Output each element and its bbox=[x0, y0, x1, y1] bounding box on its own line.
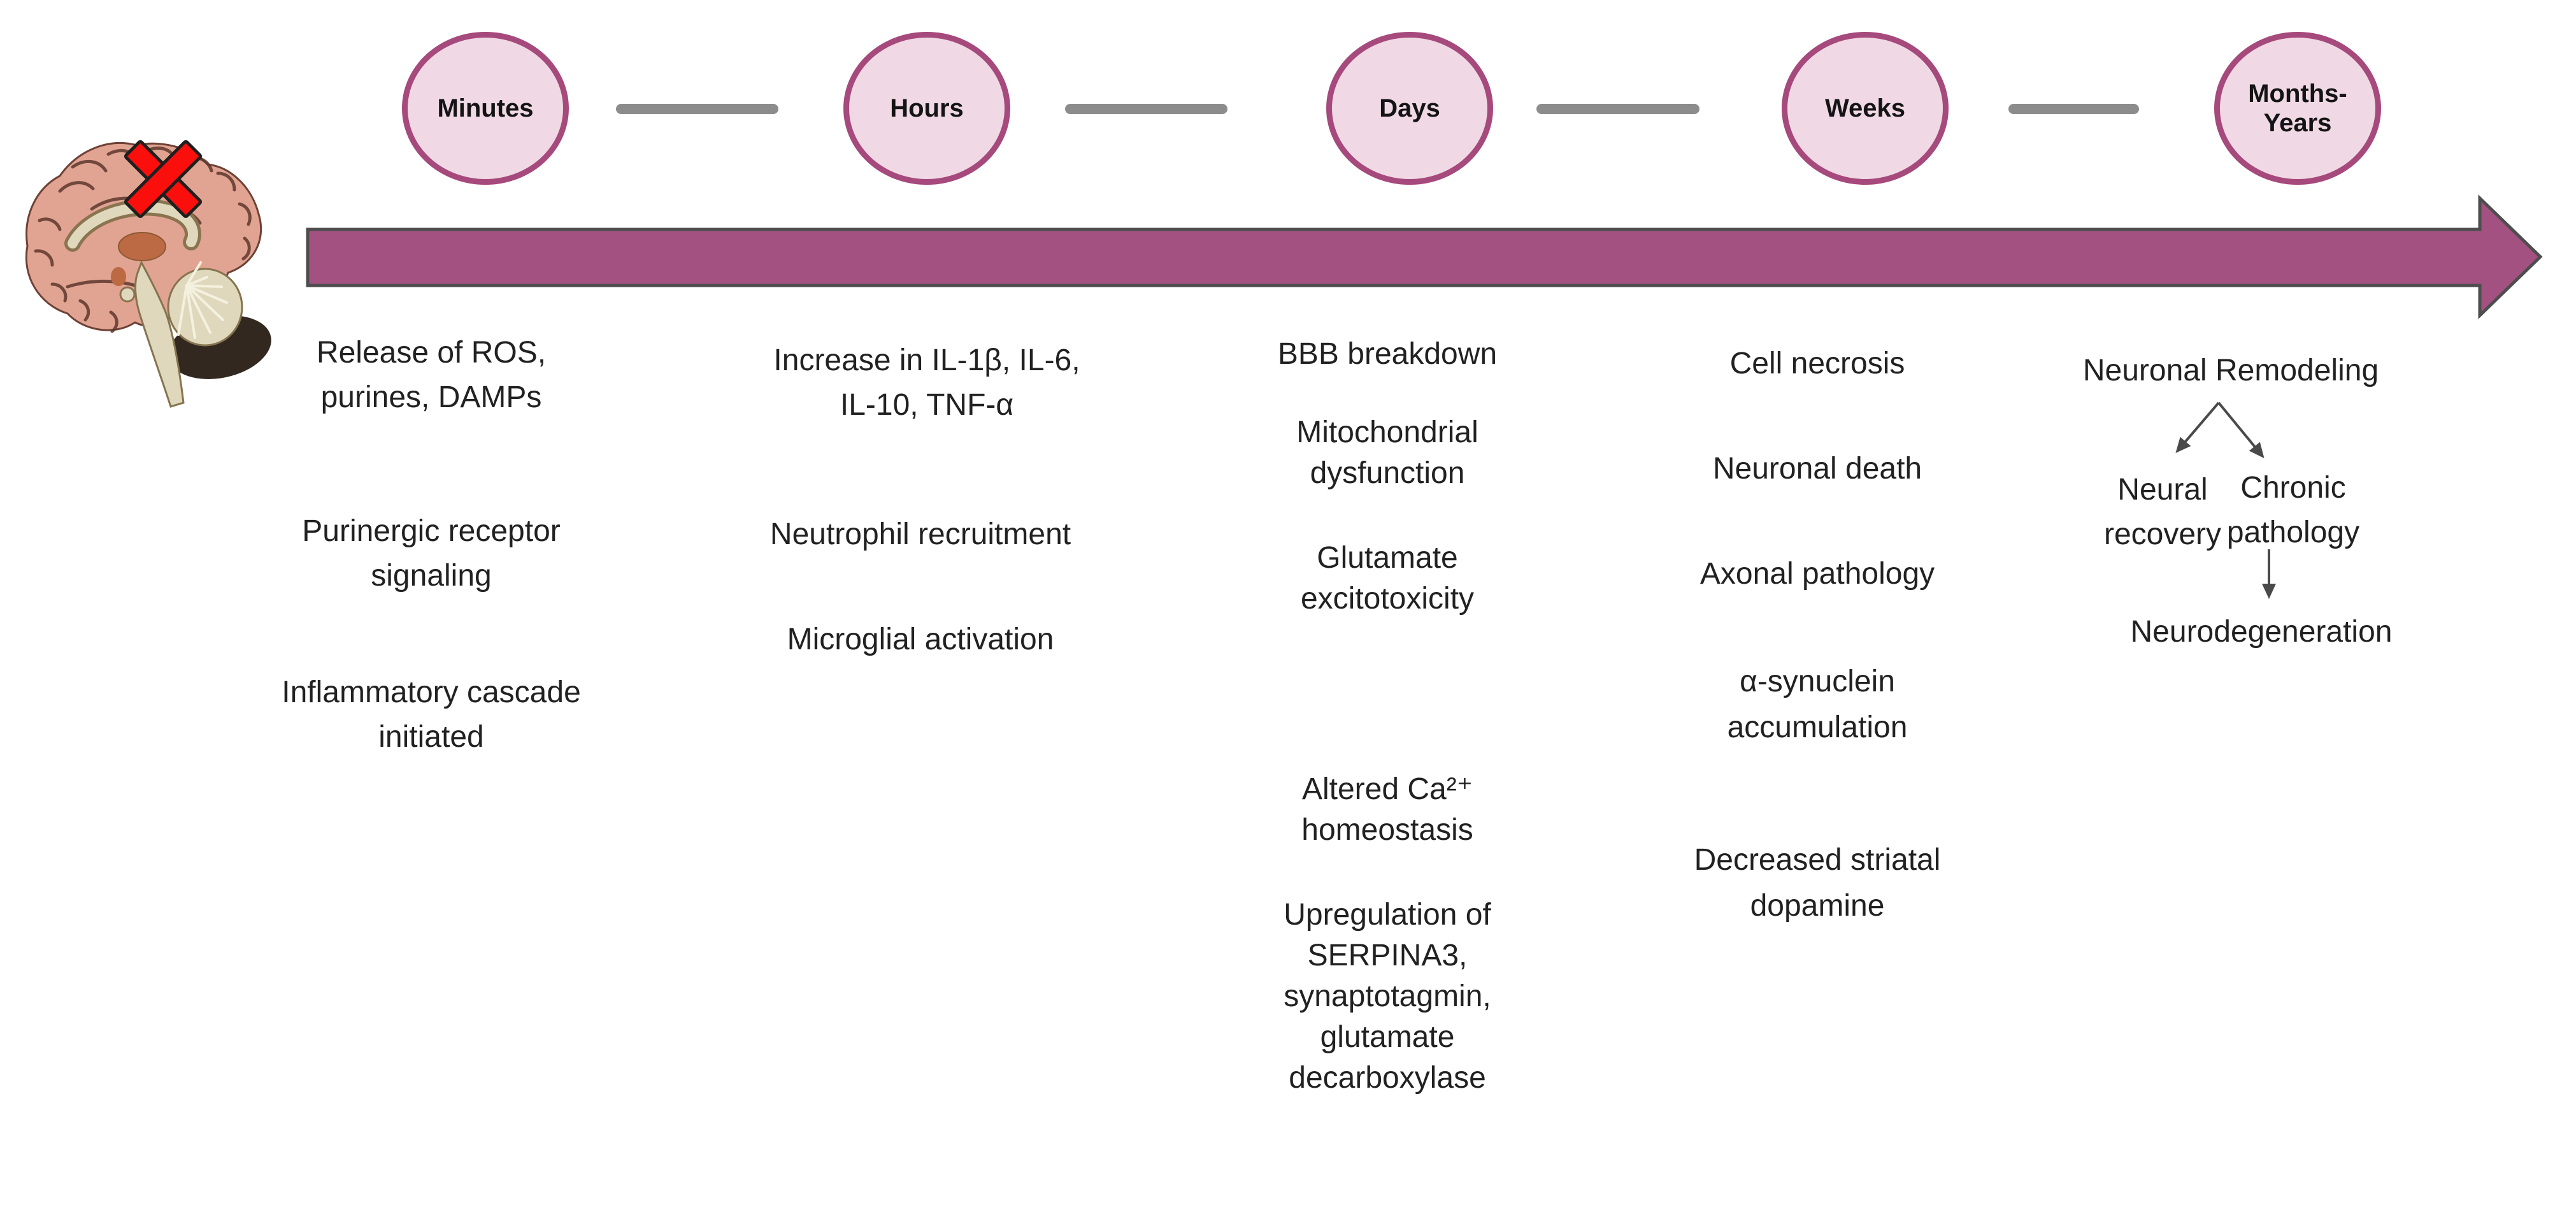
branch-arrow-right bbox=[2217, 401, 2265, 459]
timeline-connector bbox=[616, 104, 778, 114]
event-months-neurodegeneration: Neurodegeneration bbox=[2130, 615, 2393, 649]
pituitary bbox=[119, 286, 136, 303]
event-days-glutamate: Glutamate excitotoxicity bbox=[1300, 541, 1475, 616]
branch-arrow-left bbox=[2175, 401, 2220, 454]
stage-circle-weeks: Weeks bbox=[1782, 32, 1949, 185]
stage-label: Months- bbox=[2248, 80, 2347, 108]
stage-label: Hours bbox=[890, 94, 964, 122]
stage-label: Minutes bbox=[437, 94, 534, 122]
event-days-bbb: BBB breakdown bbox=[1277, 337, 1498, 371]
hypothalamus bbox=[111, 267, 126, 286]
event-hours-neutrophil: Neutrophil recruitment bbox=[769, 517, 1071, 551]
event-days-calcium: Altered Ca²⁺ homeostasis bbox=[1301, 772, 1473, 847]
event-months-chronic-pathology: Chronic pathology bbox=[2226, 471, 2360, 549]
timeline-connector bbox=[2008, 104, 2139, 114]
stage-label: Years bbox=[2263, 109, 2332, 137]
event-minutes-inflammatory: Inflammatory cascade initiated bbox=[282, 675, 581, 754]
timeline-connector bbox=[1065, 104, 1227, 114]
brainstem bbox=[134, 260, 185, 408]
event-hours-cytokines: Increase in IL-1β, IL-6, IL-10, TNF-α bbox=[773, 343, 1080, 422]
event-weeks-axonal: Axonal pathology bbox=[1699, 557, 1935, 591]
event-months-remodeling: Neuronal Remodeling bbox=[2082, 354, 2379, 387]
timeline-connector bbox=[1536, 104, 1699, 114]
event-days-mitochondrial: Mitochondrial dysfunction bbox=[1296, 415, 1478, 490]
stage-circle-hours: Hours bbox=[843, 32, 1010, 185]
cerebellum-striations bbox=[177, 261, 228, 339]
event-days-upregulation: Upregulation of SERPINA3, synaptotagmin,… bbox=[1284, 898, 1491, 1095]
corpus-callosum bbox=[68, 202, 198, 249]
event-minutes-purinergic: Purinergic receptor signaling bbox=[302, 514, 561, 593]
event-weeks-necrosis: Cell necrosis bbox=[1729, 347, 1905, 380]
stage-label: Days bbox=[1379, 94, 1440, 122]
event-hours-microglial: Microglial activation bbox=[787, 623, 1054, 656]
injury-site-x-icon bbox=[124, 140, 203, 219]
event-weeks-neuronal-death: Neuronal death bbox=[1712, 452, 1922, 486]
thalamus bbox=[118, 232, 166, 261]
brain-illustration bbox=[25, 140, 271, 408]
event-weeks-synuclein: α-synuclein accumulation bbox=[1727, 665, 1908, 744]
stage-circle-months-years: Months- Years bbox=[2214, 32, 2381, 185]
stage-label: Weeks bbox=[1824, 94, 1905, 122]
stage-circle-days: Days bbox=[1326, 32, 1493, 185]
event-months-neural-recovery: Neural recovery bbox=[2103, 473, 2222, 551]
stage-circle-minutes: Minutes bbox=[402, 32, 569, 185]
event-weeks-dopamine: Decreased striatal dopamine bbox=[1694, 843, 1941, 923]
timeline-arrow-right bbox=[306, 194, 2543, 319]
event-minutes-release-ros: Release of ROS, purines, DAMPs bbox=[316, 336, 547, 414]
